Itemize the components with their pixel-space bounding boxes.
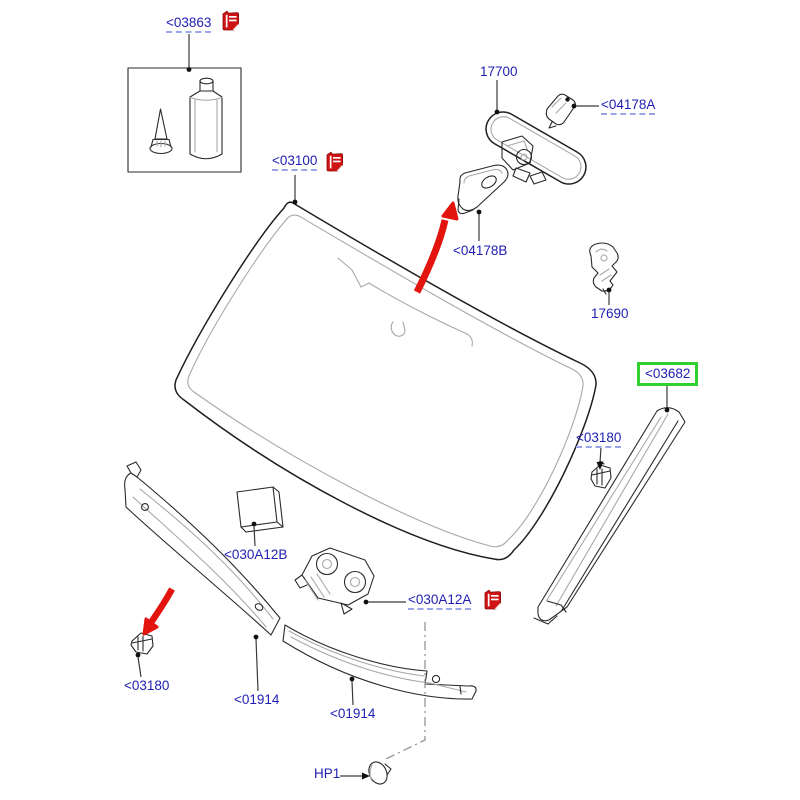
clip-left-drawing	[130, 632, 154, 655]
connector-drawing	[589, 242, 619, 295]
part-label-mirror-mount[interactable]: <04178A	[601, 97, 656, 115]
part-label-clip-right[interactable]: <03180	[576, 430, 622, 448]
part-label-mirror[interactable]: 17700	[480, 64, 518, 79]
leader-lines	[135, 34, 670, 780]
part-label-fastener[interactable]: HP1	[314, 766, 341, 781]
windshield-drawing	[174, 201, 597, 561]
part-label-pillar-trim-highlighted[interactable]: <03682	[637, 362, 699, 386]
part-label-cowl-left[interactable]: <01914	[234, 692, 280, 707]
sealant-kit-drawing	[127, 67, 242, 173]
install-arrow-down	[142, 587, 175, 636]
cowl-left-drawing	[124, 461, 281, 636]
bracket-drawing	[294, 547, 375, 615]
spacer-pad-drawing	[236, 486, 284, 533]
part-label-spacer-pad[interactable]: <030A12B	[224, 547, 288, 562]
red-flag-icon	[221, 10, 240, 32]
cowl-right-drawing	[282, 624, 477, 700]
red-flag-icon	[325, 151, 344, 173]
fastener-drawing	[368, 761, 392, 785]
install-arrow-up	[413, 201, 459, 294]
pillar-trim-drawing	[533, 407, 686, 625]
part-label-bracket[interactable]: <030A12A	[408, 592, 472, 610]
part-label-sealant-kit[interactable]: <03863	[166, 15, 212, 33]
part-label-windshield[interactable]: <03100	[272, 153, 318, 171]
mirror-cover-drawing	[457, 164, 509, 215]
mirror-mount-drawing	[545, 93, 576, 129]
part-label-mirror-cover[interactable]: <04178B	[453, 243, 508, 258]
install-guide-line	[385, 622, 426, 760]
mirror-drawing	[485, 111, 587, 185]
part-label-connector[interactable]: 17690	[591, 306, 629, 321]
red-flag-icon	[483, 589, 502, 611]
part-label-cowl-right[interactable]: <01914	[330, 706, 376, 721]
part-label-clip-left[interactable]: <03180	[124, 678, 170, 693]
